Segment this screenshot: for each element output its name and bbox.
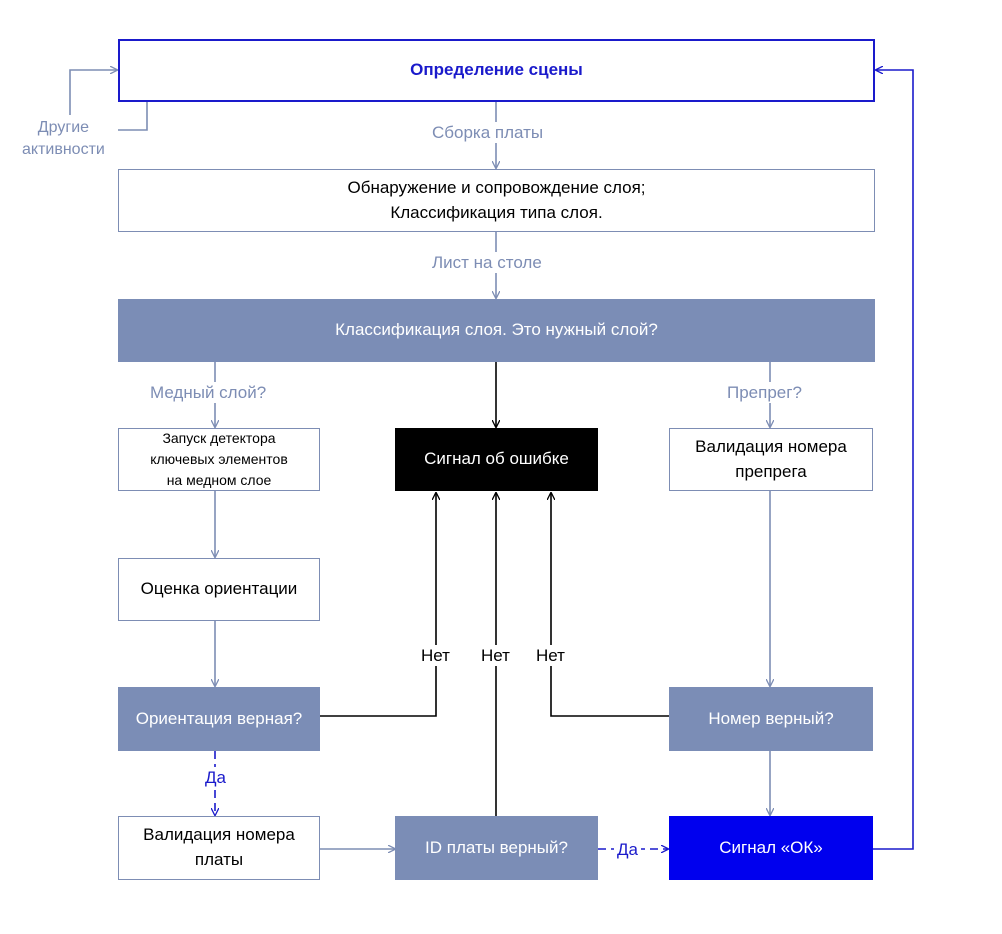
node-board-validation-line2: платы [194, 850, 244, 869]
label-no-board-id: Нет [479, 645, 512, 667]
label-board-assembly-text: Сборка платы [432, 123, 544, 142]
label-sheet-on-table-text: Лист на столе [432, 253, 542, 272]
node-layer-classification: Классификация слоя. Это нужный слой? [118, 299, 875, 362]
label-no-board-id-text: Нет [481, 646, 510, 665]
label-other-activities-line1: Другие [37, 119, 90, 136]
edge-ok-loop [873, 70, 914, 850]
node-orientation-check: Ориентация верная? [118, 687, 320, 751]
node-orientation-estimate-label: Оценка ориентации [140, 579, 298, 599]
label-prepreg: Препрег? [725, 382, 804, 404]
node-board-id-check-label: ID платы верный? [425, 837, 568, 857]
node-prepreg-validation-line2: препрега [735, 461, 807, 481]
label-yes-board-id-text: Да [617, 840, 638, 859]
label-no-number: Нет [534, 645, 567, 667]
label-sheet-on-table: Лист на столе [430, 252, 544, 274]
label-copper-layer-text: Медный слой? [150, 383, 267, 402]
node-scene-definition-label: Определение сцены [410, 60, 583, 80]
label-other-activities-line2: активности [22, 140, 105, 158]
node-number-check: Номер верный? [669, 687, 873, 751]
label-other-activities: Другие активности [22, 117, 105, 160]
node-orientation-estimate: Оценка ориентации [118, 558, 320, 621]
label-prepreg-text: Препрег? [727, 383, 802, 402]
edge-other-activities [118, 102, 148, 131]
node-number-check-label: Номер верный? [708, 708, 834, 728]
node-ok-signal: Сигнал «ОК» [669, 816, 873, 880]
edge-other-activities-in [69, 70, 117, 115]
label-board-assembly: Сборка платы [430, 122, 546, 144]
node-board-validation-line1: Валидация номера [143, 825, 295, 845]
edge-number-no [551, 493, 669, 717]
node-keypoint-detector: Запуск детектора ключевых элементов на м… [118, 428, 320, 491]
node-layer-detection: Обнаружение и сопровождение слоя; Класси… [118, 169, 875, 232]
node-prepreg-validation-line1: Валидация номера [695, 436, 847, 456]
node-layer-detection-line1: Обнаружение и сопровождение слоя; [347, 177, 646, 197]
label-no-orientation-text: Нет [421, 646, 450, 665]
label-copper-layer: Медный слой? [148, 382, 269, 404]
node-keypoint-detector-line1: Запуск детектора [162, 430, 276, 446]
label-no-number-text: Нет [536, 646, 565, 665]
node-layer-classification-label: Классификация слоя. Это нужный слой? [335, 320, 658, 340]
label-no-orientation: Нет [419, 645, 452, 667]
node-orientation-check-label: Ориентация верная? [135, 708, 303, 728]
label-yes-orientation-text: Да [205, 768, 226, 787]
node-error-signal: Сигнал об ошибке [395, 428, 598, 491]
label-yes-board-id: Да [614, 839, 641, 861]
node-keypoint-detector-line2: ключевых элементов [150, 451, 288, 467]
node-layer-detection-line2: Классификация типа слоя. [390, 202, 603, 222]
node-board-id-check: ID платы верный? [395, 816, 598, 880]
node-ok-signal-label: Сигнал «ОК» [719, 837, 823, 857]
node-error-signal-label: Сигнал об ошибке [424, 449, 569, 469]
node-board-validation: Валидация номера платы [118, 816, 320, 880]
label-yes-orientation: Да [203, 767, 228, 789]
node-keypoint-detector-line3: на медном слое [166, 472, 272, 488]
node-prepreg-validation: Валидация номера препрега [669, 428, 873, 491]
edge-orientation-no [320, 493, 436, 717]
node-scene-definition: Определение сцены [118, 39, 875, 102]
